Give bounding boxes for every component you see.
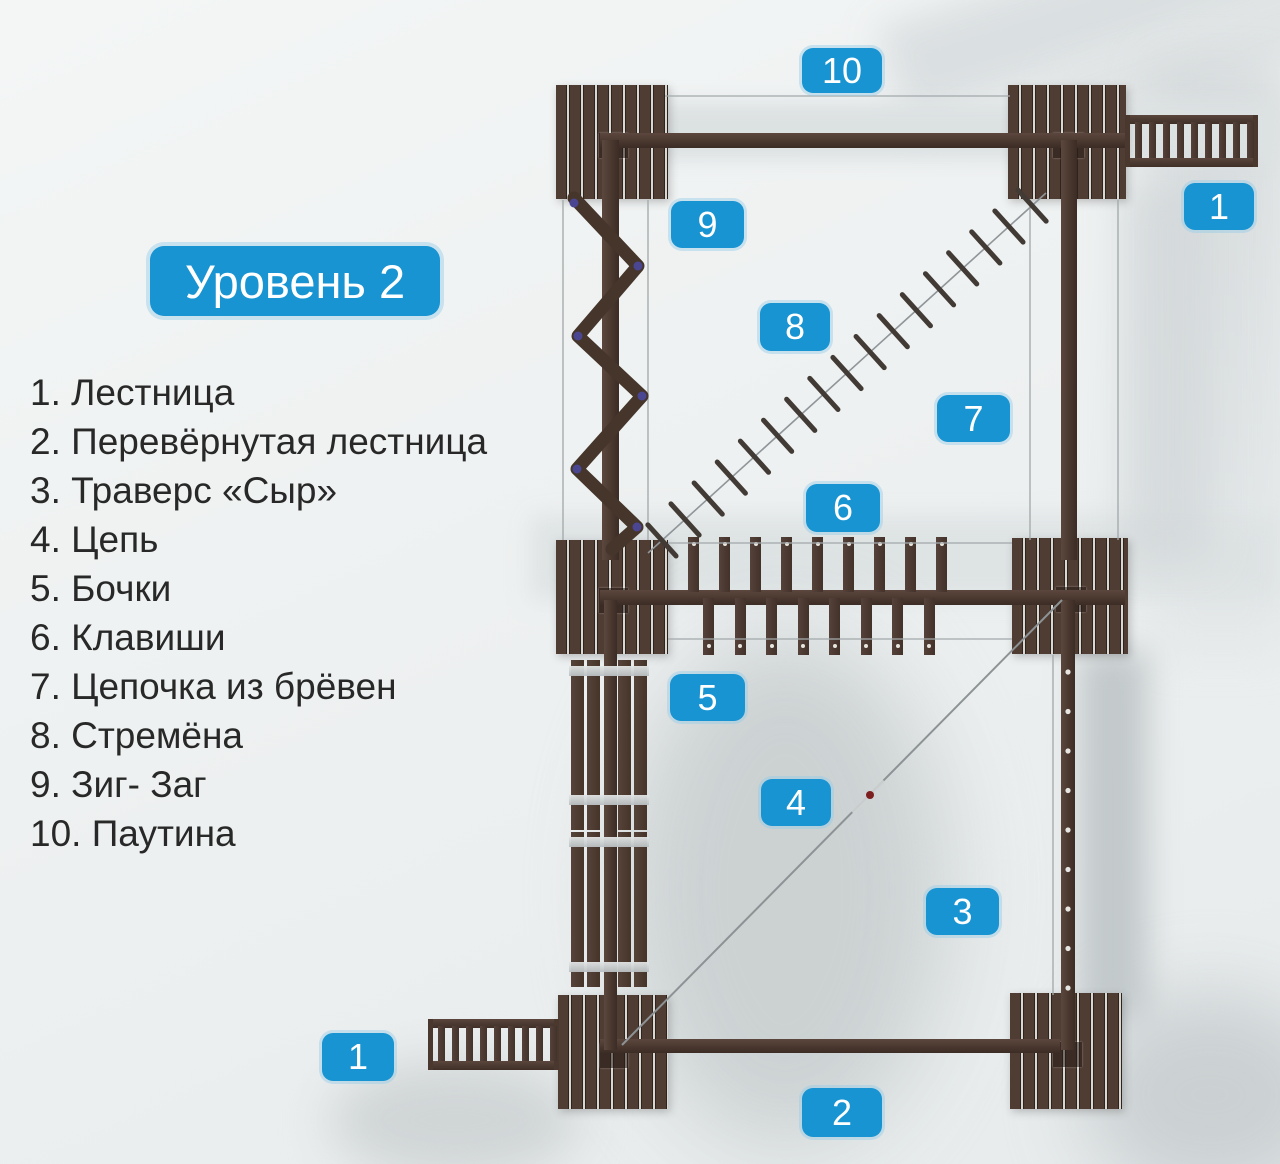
piano-key-upper <box>688 537 699 592</box>
piano-key-upper <box>843 537 854 592</box>
marker-5: 5 <box>670 674 745 721</box>
ladder-rail <box>428 1061 559 1070</box>
ladder-rung <box>1191 122 1198 158</box>
piano-key-upper <box>750 537 761 592</box>
piano-key-upper <box>936 537 947 592</box>
ladder-rung <box>1219 122 1226 158</box>
piano-key-lower <box>766 598 777 655</box>
barrel-rim-band <box>569 795 649 805</box>
marker-1-bottom: 1 <box>322 1033 394 1081</box>
background-shadow <box>1078 650 1148 1020</box>
marker-4: 4 <box>761 779 831 826</box>
piano-key-lower <box>829 598 840 655</box>
ladder-end-cap <box>1125 115 1130 167</box>
obstacle-legend: 1. Лестница 2. Перевёрнутая лестница 3. … <box>30 368 487 858</box>
ladder-end-cap <box>428 1019 433 1070</box>
barrel-plank <box>571 832 584 987</box>
ladder-rung <box>452 1026 459 1061</box>
ladder-rung <box>480 1026 487 1061</box>
legend-item-5: 5. Бочки <box>30 568 172 609</box>
legend-item-1: 1. Лестница <box>30 372 235 413</box>
barrel-plank <box>587 832 600 987</box>
beam-bottom-inverted-ladder <box>600 1039 1060 1053</box>
ladder-rung <box>1149 122 1156 158</box>
piano-key-upper <box>781 537 792 592</box>
piano-key-lower <box>860 598 872 655</box>
ladder-rung <box>1233 122 1240 158</box>
ladder-top-right <box>1125 113 1258 169</box>
barrel-plank <box>587 660 600 830</box>
ladder-bottom-left <box>428 1017 559 1072</box>
barrel-plank <box>571 660 584 830</box>
legend-item-7: 7. Цепочка из брёвен <box>30 666 397 707</box>
piano-key-lower <box>892 598 903 655</box>
piano-key-upper <box>905 537 916 592</box>
barrel-rim-band <box>569 666 649 676</box>
ladder-rung <box>466 1026 473 1061</box>
beam-right-upper-post <box>1061 140 1077 560</box>
barrel-rim-band <box>569 962 649 972</box>
piano-key-lower <box>797 598 809 655</box>
beam-left-zigzag-post <box>602 140 619 560</box>
chain-obstacle <box>621 599 1063 1046</box>
ladder-rail <box>428 1019 559 1028</box>
marker-2: 2 <box>802 1088 882 1137</box>
legend-item-2: 2. Перевёрнутая лестница <box>30 421 488 462</box>
marker-8: 8 <box>760 303 830 351</box>
ladder-rail <box>1125 158 1258 167</box>
piano-key-upper <box>874 537 885 592</box>
ladder-rung <box>1135 122 1142 158</box>
legend-item-8: 8. Стремёна <box>30 715 243 756</box>
ladder-rung <box>1205 122 1212 158</box>
ladder-rung <box>494 1026 501 1061</box>
piano-key-upper <box>812 537 823 592</box>
ladder-rung <box>1247 122 1254 158</box>
piano-key-upper <box>719 537 730 592</box>
ladder-rung <box>438 1026 445 1061</box>
legend-item-4: 4. Цепь <box>30 519 159 560</box>
ladder-rung <box>522 1026 529 1061</box>
beam-traverse-cheese <box>1061 600 1075 1050</box>
marker-10: 10 <box>802 48 882 93</box>
marker-9: 9 <box>671 201 744 248</box>
ladder-rung <box>1163 122 1170 158</box>
barrel-rim-band <box>569 837 649 847</box>
legend-item-10: 10. Паутина <box>30 813 236 854</box>
ladder-rung <box>1177 122 1184 158</box>
beam-top-web <box>600 133 1125 148</box>
piano-key-lower <box>734 598 746 655</box>
ladder-rung <box>508 1026 515 1061</box>
legend-item-3: 3. Траверс «Сыр» <box>30 470 338 511</box>
marker-3: 3 <box>926 888 999 935</box>
background-shadow <box>1120 180 1210 560</box>
legend-item-9: 9. Зиг- Заг <box>30 764 207 805</box>
marker-1-top: 1 <box>1184 183 1254 230</box>
ladder-rung <box>536 1026 543 1061</box>
marker-7: 7 <box>937 395 1010 442</box>
piano-key-lower <box>703 598 714 655</box>
piano-key-lower <box>923 598 935 655</box>
ladder-rung <box>550 1026 557 1061</box>
beam-barrels-post <box>604 600 617 1050</box>
level-title: Уровень 2 <box>150 246 440 316</box>
marker-6: 6 <box>806 484 880 532</box>
legend-item-6: 6. Клавиши <box>30 617 226 658</box>
